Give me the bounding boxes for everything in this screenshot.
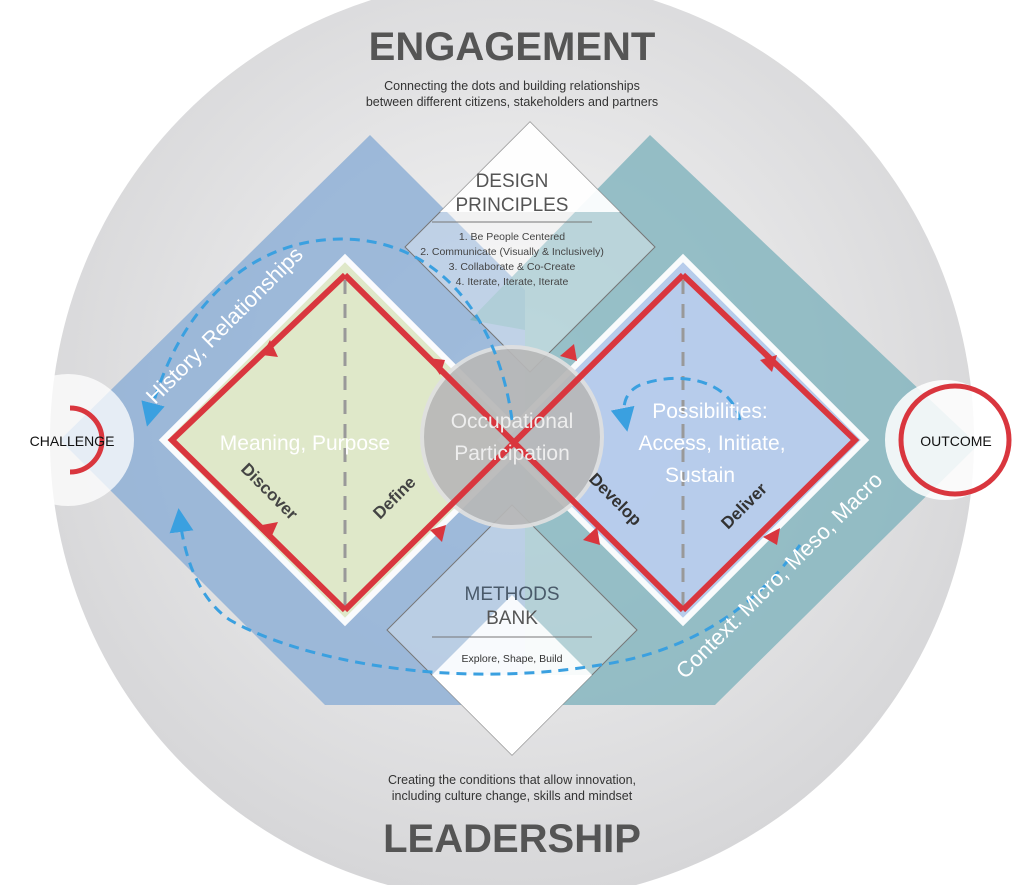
principle-3: 3. Collaborate & Co-Create bbox=[449, 261, 576, 273]
leadership-line2: including culture change, skills and min… bbox=[392, 789, 633, 803]
right-diamond-line3: Sustain bbox=[665, 464, 735, 487]
center-line1: Occupational bbox=[451, 410, 574, 433]
outcome-label: OUTCOME bbox=[920, 433, 992, 449]
engagement-line1: Connecting the dots and building relatio… bbox=[384, 79, 640, 93]
principle-4: 4. Iterate, Iterate, Iterate bbox=[456, 276, 569, 288]
dashed-arrow-bottom bbox=[169, 508, 802, 676]
challenge-circle bbox=[2, 374, 134, 506]
dashed-arrow-top bbox=[141, 237, 514, 427]
methods-bank-title1: METHODS bbox=[465, 584, 560, 605]
leadership-title: LEADERSHIP bbox=[383, 817, 641, 861]
challenge-label: CHALLENGE bbox=[30, 433, 115, 449]
methods-bank-subtitle: Explore, Shape, Build bbox=[462, 653, 563, 665]
engagement-line2: between different citizens, stakeholders… bbox=[366, 95, 658, 109]
leadership-line1: Creating the conditions that allow innov… bbox=[388, 773, 636, 787]
engagement-title: ENGAGEMENT bbox=[369, 25, 656, 69]
dashed-arrow-right bbox=[610, 377, 742, 432]
design-principles-title2: PRINCIPLES bbox=[456, 195, 569, 216]
left-diamond-label: Meaning, Purpose bbox=[220, 432, 390, 455]
principle-2: 2. Communicate (Visually & Inclusively) bbox=[420, 246, 604, 258]
center-line2: Participation bbox=[454, 442, 570, 465]
arrowheads bbox=[262, 340, 780, 545]
right-diamond-line1: Possibilities: bbox=[652, 400, 768, 423]
methods-bank-title2: BANK bbox=[486, 608, 538, 629]
design-principles-title1: DESIGN bbox=[476, 171, 549, 192]
red-paths bbox=[167, 272, 860, 613]
outcome-circle bbox=[885, 380, 1005, 500]
right-diamond-line2: Access, Initiate, bbox=[638, 432, 785, 455]
principle-1: 1. Be People Centered bbox=[459, 231, 565, 243]
